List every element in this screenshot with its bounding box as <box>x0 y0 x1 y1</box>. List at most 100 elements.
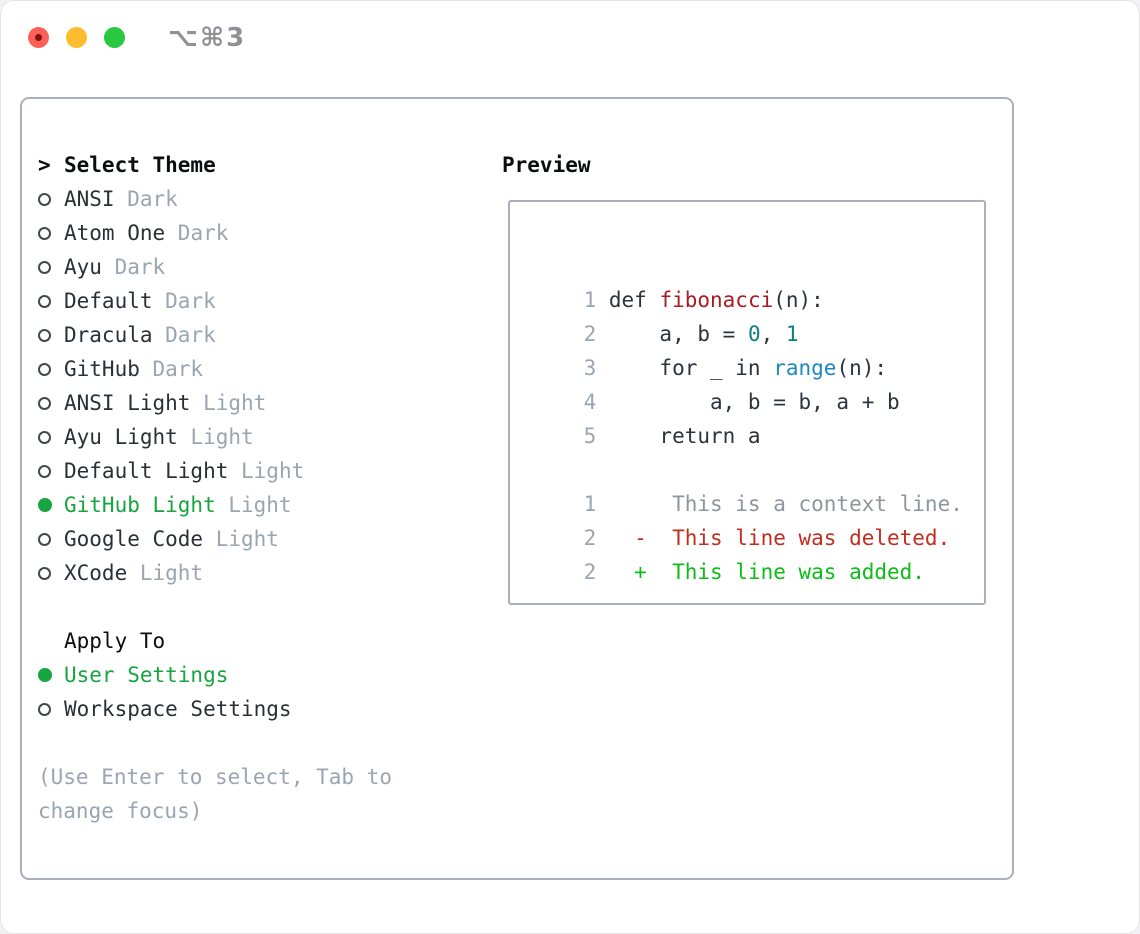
theme-option[interactable]: Google Code Light <box>38 522 478 556</box>
line-number: 1 <box>583 492 597 516</box>
theme-option[interactable]: Dracula Dark <box>38 318 478 352</box>
code-segment: for _ in <box>608 356 774 380</box>
apply-option-name: Workspace Settings <box>64 697 292 721</box>
select-theme-header: > Select Theme <box>38 148 478 182</box>
window-title: ⌥⌘3 <box>168 23 247 53</box>
theme-variant-tag: Light <box>215 527 279 551</box>
code-segment: fibonacci <box>659 288 774 312</box>
theme-option[interactable]: Atom One Dark <box>38 216 478 250</box>
code-line: 3 for _ in range(n): <box>533 317 984 380</box>
line-number: 4 <box>583 390 597 414</box>
theme-list: > Select Theme ANSI Dark Atom One Dark A… <box>38 148 478 828</box>
diff-marker: + <box>634 560 647 584</box>
theme-variant-tag: Light <box>203 391 267 415</box>
radio-icon <box>38 532 64 546</box>
apply-to-option[interactable]: User Settings <box>38 658 478 692</box>
theme-variant-tag: Dark <box>114 255 166 279</box>
radio-icon <box>38 226 64 240</box>
preview-title: Preview <box>502 153 591 177</box>
theme-variant-tag: Dark <box>152 357 204 381</box>
theme-option[interactable]: XCode Light <box>38 556 478 590</box>
diff-marker <box>634 487 647 521</box>
apply-to-options: User Settings Workspace Settings <box>38 658 478 726</box>
radio-icon <box>38 328 64 342</box>
theme-name: ANSI <box>64 187 115 211</box>
theme-option[interactable]: GitHub Light Light <box>38 488 478 522</box>
theme-option[interactable]: ANSI Light Light <box>38 386 478 420</box>
theme-name: Default Light <box>64 459 229 483</box>
line-number: 3 <box>583 356 597 380</box>
theme-variant-tag: Dark <box>165 289 216 313</box>
theme-name: Google Code <box>64 527 204 551</box>
diff-line: 2 + This line was added. <box>533 521 984 584</box>
theme-variant-tag: Dark <box>177 221 229 245</box>
theme-name: GitHub <box>64 357 140 381</box>
maximize-button[interactable] <box>104 27 125 48</box>
code-segment: range <box>773 356 837 380</box>
code-segment: 1 <box>785 322 799 346</box>
radio-icon <box>38 362 64 376</box>
close-button[interactable] <box>28 27 49 48</box>
theme-variant-tag: Dark <box>127 187 178 211</box>
diff-marker: - <box>634 526 647 550</box>
code-segment: def <box>608 288 660 312</box>
theme-variant-tag: Dark <box>165 323 216 347</box>
line-number: 2 <box>583 322 597 346</box>
code-segment: (n): <box>836 356 888 380</box>
diff-preview: 1 This is a context line. 2 - This line wa… <box>533 453 984 584</box>
line-number: 2 <box>583 560 597 584</box>
theme-options: ANSI Dark Atom One Dark Ayu Dark Default… <box>38 182 478 590</box>
code-segment: , <box>760 322 786 346</box>
radio-icon <box>38 702 64 716</box>
diff-text: This line was added. <box>672 560 925 584</box>
theme-option[interactable]: Ayu Dark <box>38 250 478 284</box>
theme-variant-tag: Light <box>190 425 254 449</box>
apply-to-option[interactable]: Workspace Settings <box>38 692 478 726</box>
apply-to-label: Apply To <box>64 629 166 653</box>
minimize-button[interactable] <box>66 27 87 48</box>
diff-line: 2 - This line was deleted. <box>533 487 984 550</box>
radio-icon <box>38 498 64 512</box>
apply-option-name: User Settings <box>64 663 229 687</box>
spacer <box>38 590 478 624</box>
theme-name: ANSI Light <box>64 391 191 415</box>
radio-icon <box>38 566 64 580</box>
titlebar: ⌥⌘3 <box>0 0 1140 97</box>
pointer-icon: > <box>38 153 51 177</box>
keyboard-hint: (Use Enter to select, Tab to change focu… <box>38 765 393 823</box>
radio-icon <box>38 294 64 308</box>
code-line: 4 a, b = b, a + b <box>533 351 984 414</box>
code-line: 1 def fibonacci(n): <box>533 249 984 312</box>
line-number: 1 <box>583 288 597 312</box>
spacer <box>38 726 478 760</box>
radio-icon <box>38 396 64 410</box>
radio-icon <box>38 430 64 444</box>
diff-line: 1 This is a context line. <box>533 453 984 516</box>
theme-variant-tag: Light <box>139 561 204 585</box>
theme-option[interactable]: GitHub Dark <box>38 352 478 386</box>
theme-option[interactable]: Default Light Light <box>38 454 478 488</box>
theme-option[interactable]: Default Dark <box>38 284 478 318</box>
radio-icon <box>38 192 64 206</box>
radio-icon <box>38 464 64 478</box>
select-theme-title: Select Theme <box>64 153 216 177</box>
theme-option[interactable]: ANSI Dark <box>38 182 478 216</box>
theme-name: XCode <box>64 561 128 585</box>
theme-name: Dracula <box>64 323 153 347</box>
theme-selector-panel: > Select Theme ANSI Dark Atom One Dark A… <box>20 97 1014 880</box>
diff-text: This line was deleted. <box>672 526 951 550</box>
radio-icon <box>38 668 64 682</box>
apply-to-header: Apply To <box>38 624 478 658</box>
theme-option[interactable]: Ayu Light Light <box>38 420 478 454</box>
code-segment: return a <box>608 424 761 448</box>
code-segment: (n): <box>773 288 824 312</box>
close-dot-icon <box>35 34 42 41</box>
theme-variant-tag: Light <box>228 493 292 517</box>
theme-name: GitHub Light <box>64 493 216 517</box>
theme-name: Ayu <box>64 255 102 279</box>
line-number: 2 <box>583 526 597 550</box>
code-segment: a, b = <box>608 322 748 346</box>
